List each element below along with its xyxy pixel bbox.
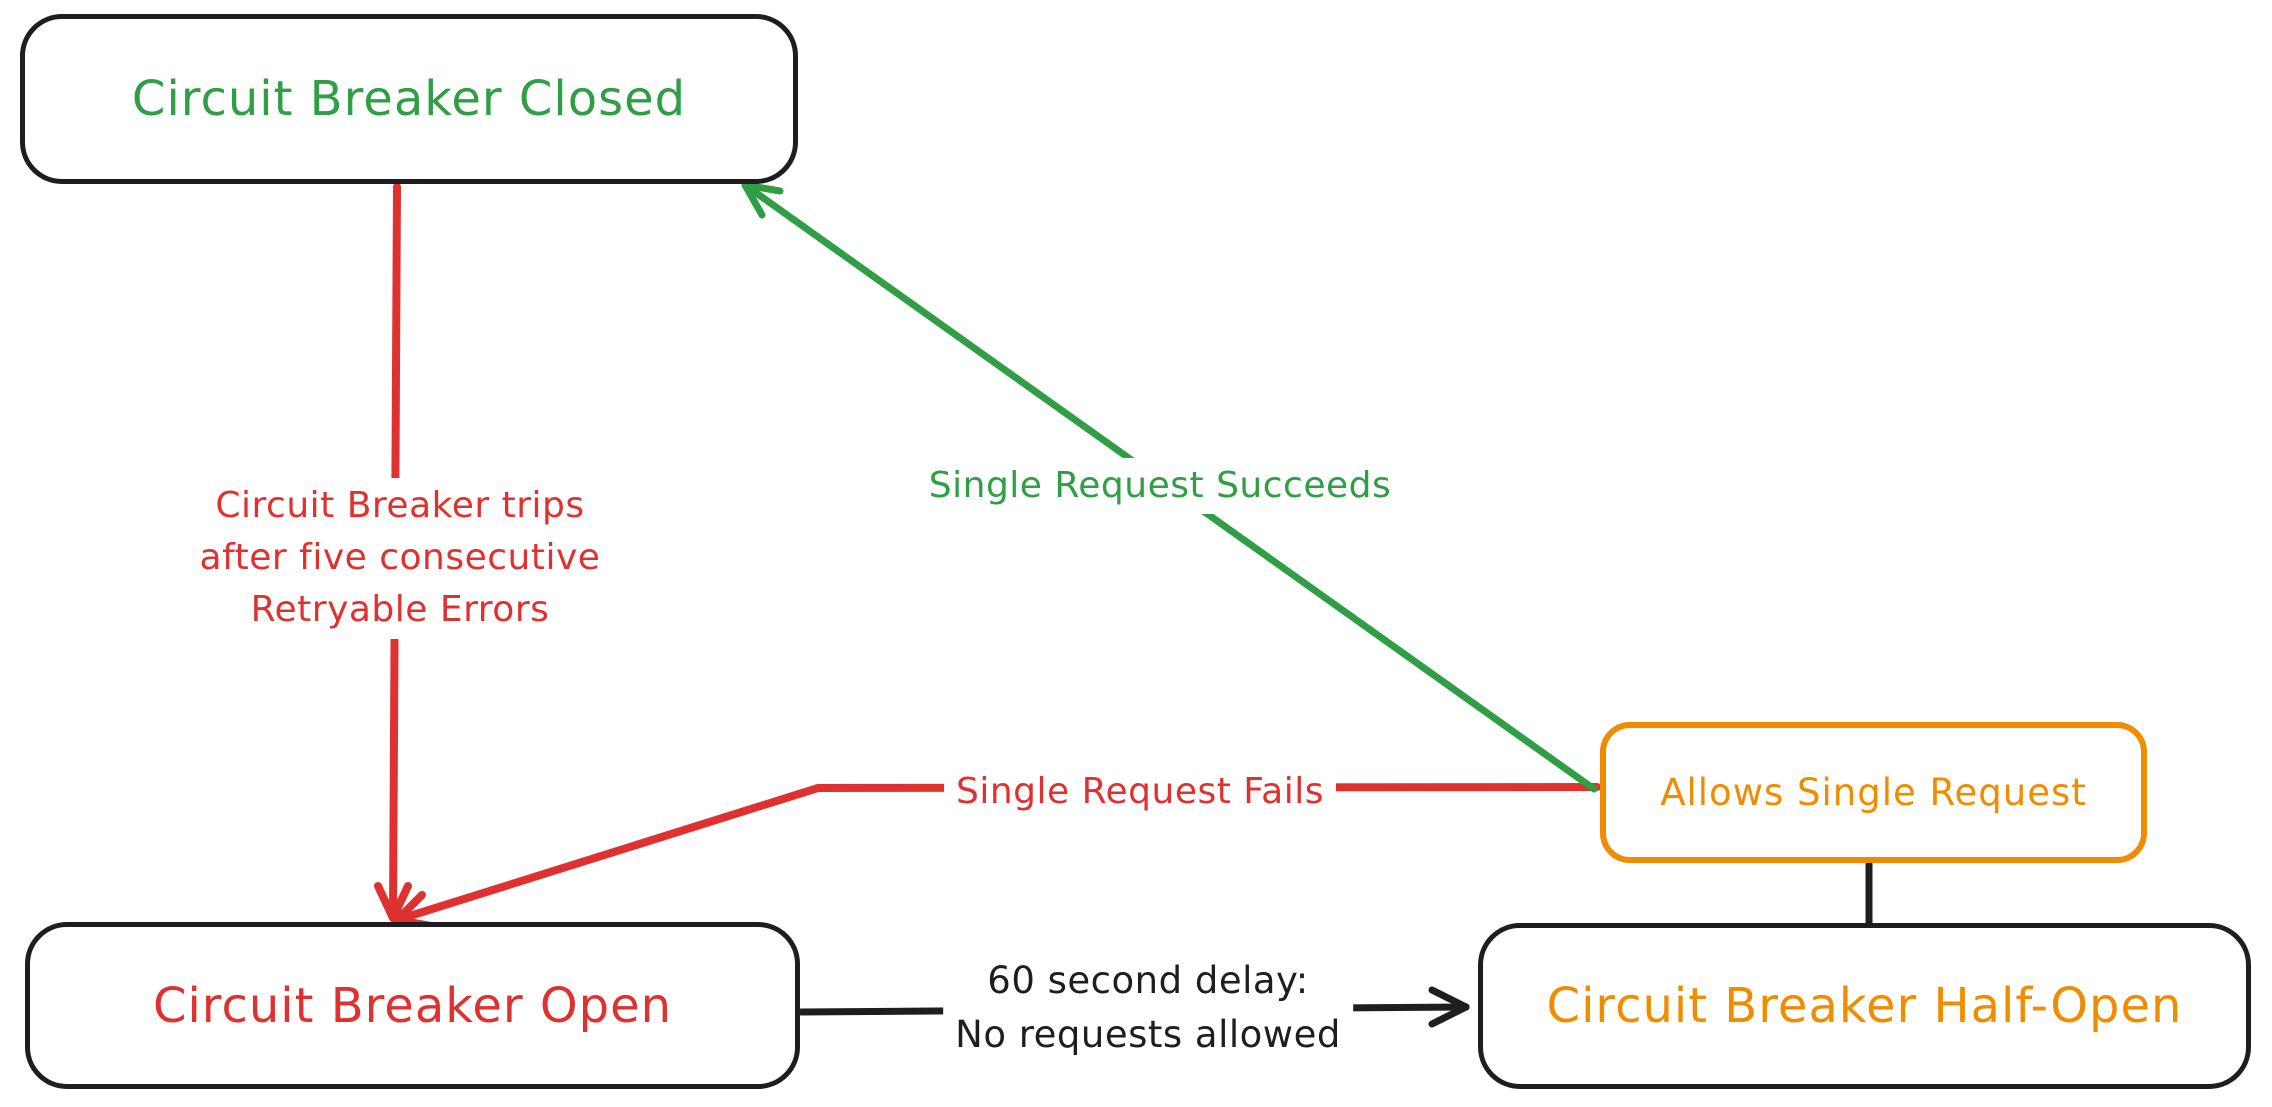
node-circuit-breaker-half-open: Circuit Breaker Half-Open — [1478, 923, 2251, 1089]
edge-label-fail: Single Request Fails — [943, 764, 1337, 821]
edge-label-trip: Circuit Breaker trips after five consecu… — [187, 478, 613, 639]
edge-label-succeed: Single Request Succeeds — [916, 458, 1404, 515]
edge-label-delay: 60 second delay: No requests allowed — [943, 952, 1353, 1064]
node-circuit-breaker-closed: Circuit Breaker Closed — [20, 14, 798, 184]
node-circuit-breaker-half-open-label: Circuit Breaker Half-Open — [1546, 978, 2183, 1034]
node-circuit-breaker-open: Circuit Breaker Open — [25, 922, 800, 1089]
node-allows-single-request-label: Allows Single Request — [1660, 771, 2087, 814]
node-circuit-breaker-closed-label: Circuit Breaker Closed — [131, 71, 687, 127]
node-circuit-breaker-open-label: Circuit Breaker Open — [152, 977, 673, 1034]
node-allows-single-request: Allows Single Request — [1600, 722, 2147, 863]
